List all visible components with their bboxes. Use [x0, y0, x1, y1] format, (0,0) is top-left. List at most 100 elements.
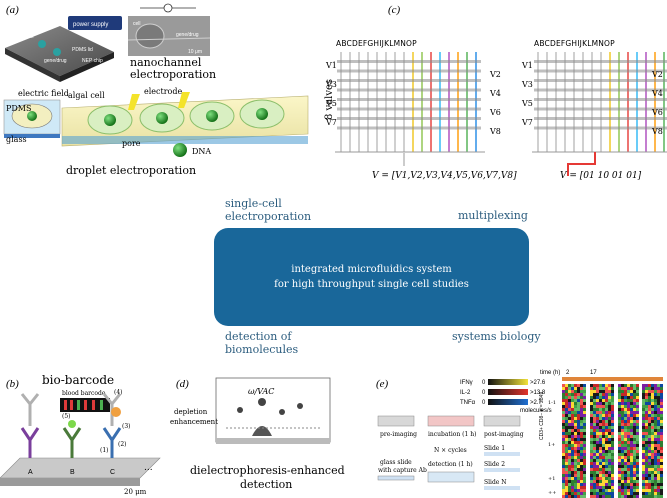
- heatmap-cell: [605, 399, 608, 402]
- heatmap-cell: [611, 474, 614, 477]
- heatmap-cell: [562, 483, 565, 486]
- heatmap-cell: [580, 495, 583, 498]
- heatmap-cell: [599, 444, 602, 447]
- heatmap-cell: [571, 435, 574, 438]
- heatmap-cell: [574, 495, 577, 498]
- heatmap-cell: [621, 471, 624, 474]
- heatmap-cell: [633, 390, 636, 393]
- legend-tnfa-label: TNFα: [460, 400, 476, 406]
- heatmap-cell: [583, 453, 586, 456]
- heatmap-cell: [630, 426, 633, 429]
- heatmap-cell: [602, 402, 605, 405]
- heatmap-cell: [574, 432, 577, 435]
- heatmap-cell: [645, 399, 648, 402]
- heatmap-cell: [599, 477, 602, 480]
- cell-2-icon: [156, 112, 168, 124]
- heatmap-cell: [577, 441, 580, 444]
- heatmap-cell: [636, 405, 639, 408]
- heatmap-cell: [562, 438, 565, 441]
- heatmap-cell: [593, 483, 596, 486]
- heatmap-cell: [618, 486, 621, 489]
- heatmap-cell: [651, 483, 654, 486]
- heatmap-cell: [627, 387, 630, 390]
- heatmap-cell: [651, 459, 654, 462]
- heatmap-cell: [630, 393, 633, 396]
- heatmap-cell: [657, 477, 660, 480]
- heatmap-cell: [642, 402, 645, 405]
- heatmap-cell: [605, 408, 608, 411]
- heatmap-cell: [596, 450, 599, 453]
- heatmap-cell: [605, 495, 608, 498]
- heatmap-cell: [593, 474, 596, 477]
- heatmap-cell: [624, 447, 627, 450]
- heatmap-cell: [599, 492, 602, 495]
- antibody-a-icon: [20, 427, 40, 458]
- heatmap-cell: [608, 423, 611, 426]
- heatmap-cell: [645, 483, 648, 486]
- heatmap-cell: [651, 450, 654, 453]
- heatmap-cell: [621, 477, 624, 480]
- heatmap-cell: [648, 495, 651, 498]
- heatmap-cell: [590, 444, 593, 447]
- heatmap-cell: [627, 444, 630, 447]
- heatmap-cell: [642, 420, 645, 423]
- heatmap-cell: [633, 414, 636, 417]
- heatmap-cell: [580, 438, 583, 441]
- heatmap-cell: [621, 420, 624, 423]
- heatmap-cell: [565, 495, 568, 498]
- heatmap-cell: [627, 492, 630, 495]
- heatmap-cell: [627, 384, 630, 387]
- heatmap-cell: [642, 405, 645, 408]
- heatmap-cell: [583, 462, 586, 465]
- heatmap-cell: [583, 399, 586, 402]
- heatmap-cell: [642, 399, 645, 402]
- heatmap-cell: [630, 450, 633, 453]
- heatmap-cell: [611, 387, 614, 390]
- heatmap-cell: [660, 423, 663, 426]
- heatmap-cell: [645, 402, 648, 405]
- heatmap-cell: [636, 393, 639, 396]
- incubation-chip: [427, 415, 475, 427]
- heatmap-cell: [642, 480, 645, 483]
- heatmap-cell: [571, 411, 574, 414]
- heatmap-cell: [602, 495, 605, 498]
- heatmap-cell: [611, 495, 614, 498]
- barcode-bar-3: [77, 400, 80, 410]
- heatmap-cell: [593, 402, 596, 405]
- heatmap-cell: [648, 468, 651, 471]
- heatmap-cell: [627, 480, 630, 483]
- particle-2: [258, 398, 266, 406]
- heatmap-cell: [618, 393, 621, 396]
- heatmap-cell: [657, 441, 660, 444]
- heatmap-cell: [618, 387, 621, 390]
- heatmap-cell: [565, 435, 568, 438]
- heatmap-cell: [562, 426, 565, 429]
- heatmap-cell: [627, 429, 630, 432]
- heatmap-cell: [599, 414, 602, 417]
- heatmap-cell: [627, 396, 630, 399]
- heatmap-cell: [608, 414, 611, 417]
- heatmap-cell: [627, 414, 630, 417]
- heatmap-cell: [621, 486, 624, 489]
- valve-v2-right: V2: [651, 70, 663, 79]
- heatmap-cell: [568, 450, 571, 453]
- algal-cell-icon: [27, 111, 37, 121]
- heatmap-cell: [599, 402, 602, 405]
- heatmap-cell: [657, 414, 660, 417]
- heatmap-cell: [605, 489, 608, 492]
- heatmap-cell: [645, 414, 648, 417]
- heatmap-cell: [624, 426, 627, 429]
- heatmap-cell: [568, 492, 571, 495]
- heatmap-cell: [624, 423, 627, 426]
- heatmap-cell: [627, 450, 630, 453]
- heatmap-cell: [580, 390, 583, 393]
- valves-side-label: 8 valves: [324, 79, 335, 120]
- heatmap-cell: [654, 483, 657, 486]
- heatmap-cell: [624, 429, 627, 432]
- cell-4-icon: [256, 108, 268, 120]
- glass-icon: [4, 134, 60, 138]
- valve-row: [534, 126, 667, 130]
- heatmap-cell: [636, 435, 639, 438]
- heatmap-cell: [630, 408, 633, 411]
- heatmap-cell: [574, 468, 577, 471]
